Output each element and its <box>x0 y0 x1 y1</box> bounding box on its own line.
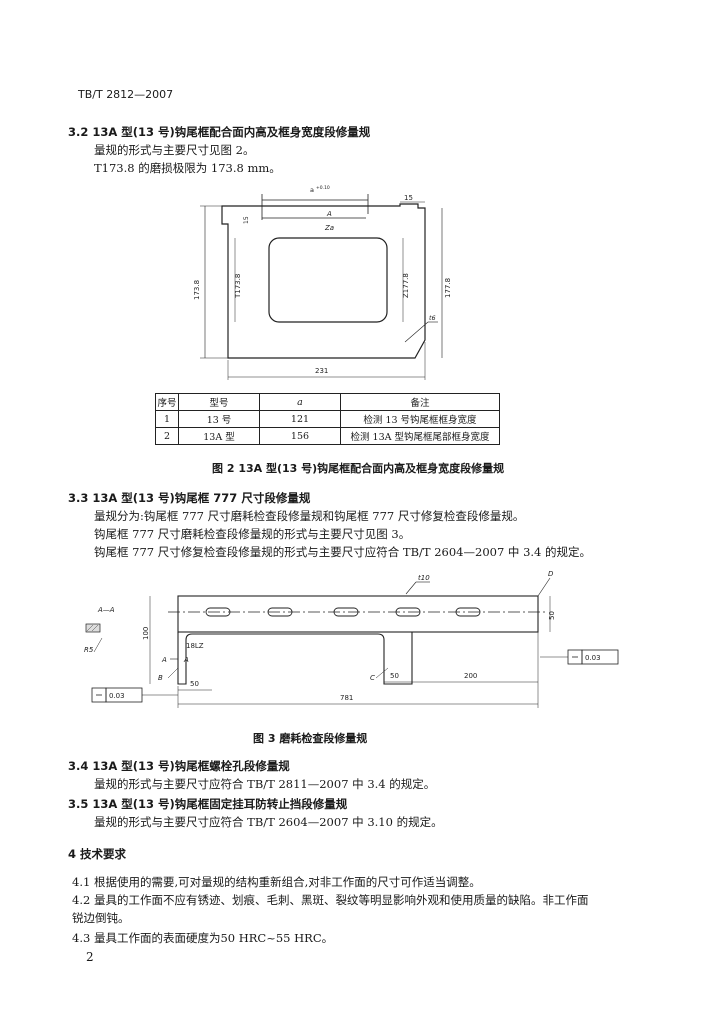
D-label: D <box>548 570 554 578</box>
section-3-5-text: 量规的形式与主要尺寸应符合 TB/T 2604—2007 中 3.10 的规定。 <box>94 815 443 829</box>
dim-18LZ: 18LZ <box>186 642 204 650</box>
section-4-2-text-cont: 锐边倒钝。 <box>72 911 130 925</box>
A-label: A <box>326 210 332 218</box>
table-header-cell: 备注 <box>340 393 500 411</box>
dim-781: 781 <box>340 694 353 702</box>
section-3-5-heading: 3.5 13A 型(13 号)钩尾框固定挂耳防转止挡段修量规 <box>68 797 348 811</box>
t6-label: t6 <box>429 314 436 322</box>
section-4-2-text: 4.2 量具的工作面不应有锈迹、划痕、毛刺、黑斑、裂纹等明显影响外观和使用质量的… <box>72 893 589 907</box>
dim-15-left: 15 <box>243 216 250 224</box>
section-3-4-text: 量规的形式与主要尺寸应符合 TB/T 2811—2007 中 3.4 的规定。 <box>94 777 436 791</box>
a-dimension-sup: +0.10 <box>316 185 330 191</box>
table-row: 2 13A 型 156 检测 13A 型钩尾框尾部框身宽度 <box>155 427 500 445</box>
t10-label: t10 <box>418 574 430 582</box>
figure-2-drawing: a +0.10 A Za 15 15 173.8 T173.8 Z177.8 1… <box>193 185 452 380</box>
dim-200: 200 <box>464 672 477 680</box>
section-4-heading: 4 技术要求 <box>68 847 127 861</box>
section-3-2-text-1: 量规的形式与主要尺寸见图 2。 <box>94 143 255 157</box>
section-3-3-heading: 3.3 13A 型(13 号)钩尾框 777 尺寸段修量规 <box>68 491 311 505</box>
dim-50-bottom-left: 50 <box>190 680 199 688</box>
table-header-cell: a <box>259 393 341 411</box>
C-label: C <box>370 674 375 682</box>
dim-231: 231 <box>315 367 328 375</box>
table-cell: 121 <box>259 410 341 428</box>
B-label: B <box>158 674 163 682</box>
figure-2-caption: 图 2 13A 型(13 号)钩尾框配合面内高及框身宽度段修量规 <box>212 462 505 475</box>
table-row: 1 13 号 121 检测 13 号钩尾框框身宽度 <box>155 410 500 428</box>
figure-3-drawing: t10 D 50 A—A R5 100 18LZ A A B 50 C 50 2… <box>84 570 619 708</box>
section-3-2-text-2: T173.8 的磨损极限为 173.8 mm。 <box>94 161 281 175</box>
section-4-3-text: 4.3 量具工作面的表面硬度为50 HRC~55 HRC。 <box>72 931 334 945</box>
section-3-3-text-3: 钩尾框 777 尺寸修复检查段修量规的形式与主要尺寸应符合 TB/T 2604—… <box>94 545 592 559</box>
table-cell: 检测 13A 型钩尾框尾部框身宽度 <box>340 427 500 445</box>
document-header: TB/T 2812—2007 <box>78 88 174 101</box>
section-3-3-text-1: 量规分为:钩尾框 777 尺寸磨耗检查段修量规和钩尾框 777 尺寸修复检查段修… <box>94 509 525 523</box>
table-header-cell: 型号 <box>178 393 260 411</box>
A-left-label: A <box>161 656 167 664</box>
table-cell: 1 <box>155 410 179 428</box>
dim-177-8-right: 177.8 <box>444 278 452 298</box>
section-AA-label: A—A <box>97 606 115 614</box>
section-3-2-heading: 3.2 13A 型(13 号)钩尾框配合面内高及框身宽度段修量规 <box>68 125 371 139</box>
tol-left-value: 0.03 <box>109 692 125 700</box>
table-cell: 13 号 <box>178 410 260 428</box>
dim-173-8-left: 173.8 <box>193 280 201 300</box>
section-4-1-text: 4.1 根据使用的需要,可对量规的结构重新组合,对非工作面的尺寸可作适当调整。 <box>72 875 481 889</box>
table-header-cell: 序号 <box>155 393 179 411</box>
figure-3-caption: 图 3 磨耗检查段修量规 <box>253 732 368 745</box>
a-dimension-label: a <box>310 186 314 194</box>
table-header-row: 序号 型号 a 备注 <box>155 393 500 411</box>
tol-right-value: 0.03 <box>585 654 601 662</box>
dim-50-bottom-mid: 50 <box>390 672 399 680</box>
dim-T173-8: T173.8 <box>234 274 242 299</box>
dim-Z177-8: Z177.8 <box>402 273 410 298</box>
section-3-4-heading: 3.4 13A 型(13 号)钩尾框螺栓孔段修量规 <box>68 759 290 773</box>
table-cell: 13A 型 <box>178 427 260 445</box>
page-number: 2 <box>86 950 94 964</box>
table-cell: 检测 13 号钩尾框框身宽度 <box>340 410 500 428</box>
figure-2-table: 序号 型号 a 备注 1 13 号 121 检测 13 号钩尾框框身宽度 2 1… <box>155 393 500 445</box>
R5-label: R5 <box>84 646 94 654</box>
A-left-label-2: A <box>183 656 189 664</box>
dim-100: 100 <box>142 627 150 640</box>
Za-label: Za <box>324 224 334 232</box>
section-3-3-text-2: 钩尾框 777 尺寸磨耗检查段修量规的形式与主要尺寸见图 3。 <box>94 527 411 541</box>
dim-15-top: 15 <box>404 194 413 202</box>
table-cell: 2 <box>155 427 179 445</box>
dim-50-right: 50 <box>548 611 556 620</box>
table-cell: 156 <box>259 427 341 445</box>
